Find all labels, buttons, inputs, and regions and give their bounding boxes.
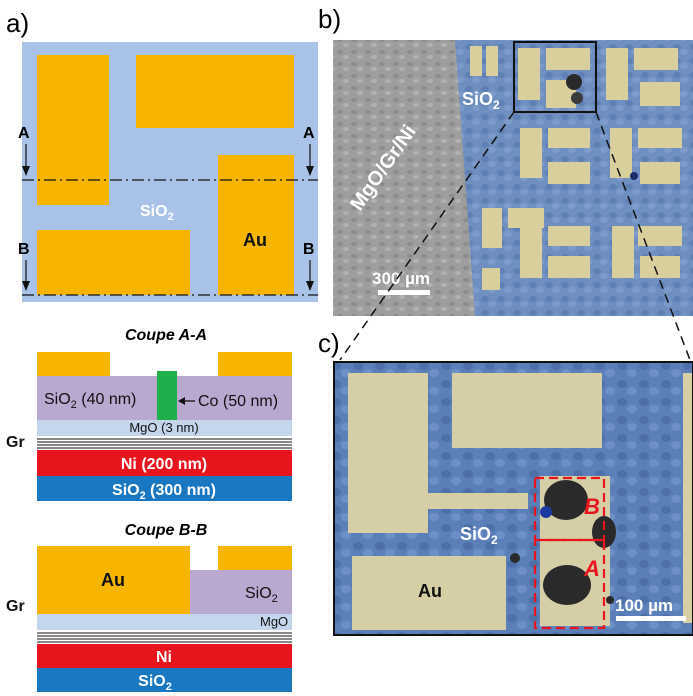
au-pad-bottom-right <box>218 155 294 295</box>
region-b-label: B <box>584 494 600 519</box>
au-pad-top-left <box>37 55 109 205</box>
panel-c-label: c) <box>318 328 340 358</box>
graphene-lines-aa <box>37 438 292 449</box>
cut-a-left-label: A <box>18 125 30 142</box>
sio2-label-c: SiO2 <box>460 524 498 547</box>
au-layer-aa-right <box>218 352 292 376</box>
arrowhead-icon <box>178 397 185 405</box>
au-layer-aa-left <box>37 352 110 376</box>
scale-label-b: 300 µm <box>372 269 430 288</box>
cut-a-right-label: A <box>303 125 315 142</box>
au-layer-bb-right <box>218 546 292 570</box>
panel-a-label: a) <box>6 8 29 38</box>
gr-label-bb: Gr <box>6 598 25 615</box>
sio2-label-top-view: SiO2 <box>140 203 174 223</box>
panel-b-label: b) <box>318 4 341 34</box>
panel-c-border <box>333 361 693 636</box>
substrate-layer-bb <box>37 668 292 692</box>
zoom-connector-left <box>339 111 515 361</box>
substrate-label-aa: SiO2 (300 nm) <box>112 482 216 502</box>
au-label-c: Au <box>418 581 442 601</box>
mgo-label-aa: MgO (3 nm) <box>129 420 198 435</box>
au-label-bb: Au <box>101 570 125 590</box>
au-label-top-view: Au <box>243 230 267 250</box>
zoom-region-box <box>513 41 597 113</box>
arrowhead-icon <box>306 166 314 176</box>
optical-image-b <box>333 40 693 316</box>
cut-b-right-label: B <box>303 241 315 258</box>
substrate-label-bb: SiO2 <box>138 673 172 693</box>
co-label-aa: Co (50 nm) <box>198 393 278 410</box>
region-a-box <box>533 538 606 630</box>
mgo-layer-aa <box>37 420 292 436</box>
arrowhead-icon <box>306 281 314 291</box>
mgo-layer-bb <box>37 614 292 630</box>
cut-b-left-label: B <box>18 241 30 258</box>
region-b-box <box>533 476 606 542</box>
au-pad-top-right <box>136 55 294 128</box>
optical-image-c <box>334 362 693 635</box>
scale-bar-b <box>378 290 430 295</box>
ni-layer-bb <box>37 644 292 668</box>
section-bb-title: Coupe B-B <box>125 522 208 539</box>
region-a-label: A <box>583 556 600 581</box>
graphene-lines-bb <box>37 632 292 643</box>
substrate-layer-aa <box>37 476 292 501</box>
sio2-layer-bb <box>190 570 292 614</box>
section-aa-title: Coupe A-A <box>125 327 207 344</box>
mgo-label-bb: MgO <box>260 614 288 629</box>
ni-layer-aa <box>37 450 292 476</box>
sio2-label-aa: SiO2 (40 nm) <box>44 391 136 411</box>
sio2-label-b: SiO2 <box>462 89 500 112</box>
ni-label-aa: Ni (200 nm) <box>121 456 207 473</box>
gr-label-aa: Gr <box>6 434 25 451</box>
co-contact-aa <box>157 371 177 420</box>
sio2-label-bb: SiO2 <box>245 585 278 605</box>
scale-label-c: 100 µm <box>615 596 673 615</box>
au-layer-bb-left <box>37 546 190 614</box>
arrowhead-icon <box>22 281 30 291</box>
scale-bar-c <box>616 616 686 621</box>
ni-label-bb: Ni <box>156 649 172 666</box>
au-pad-bottom-left <box>37 230 190 295</box>
arrowhead-icon <box>22 166 30 176</box>
